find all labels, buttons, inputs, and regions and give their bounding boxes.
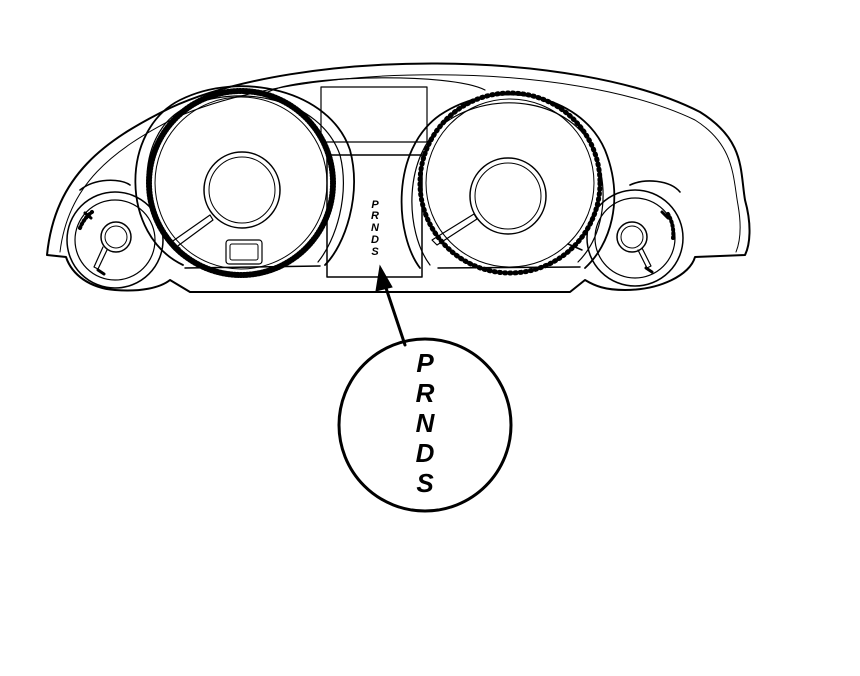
arrow-head [375,264,393,292]
callout-gear-letter: D [416,438,435,468]
cluster-gear-indicator: P R N D S [371,199,380,258]
cluster-gear-letter: D [371,234,379,246]
callout-gear-indicator: P R N D S [416,348,436,498]
right-small-gauge [586,180,684,287]
tachometer-gauge [134,85,355,278]
cluster-gear-letter: S [371,246,379,258]
tachometer-needle [169,214,214,249]
cluster-outer-housing [46,62,751,293]
callout-gear-letter: N [416,408,436,438]
speedometer-needle [431,213,478,246]
callout-gear-letter: P [416,348,434,378]
top-center-display [320,86,428,143]
tachometer-hub [203,151,281,229]
callout-gear-letter: S [416,468,434,498]
cluster-gear-letter: R [371,210,379,222]
left-small-gauge [66,179,164,289]
callout-arrow [375,264,407,347]
callout-gear-letter: R [416,378,435,408]
callout-magnifier-circle [337,337,513,513]
speedometer-gauge [400,90,616,276]
cluster-inner-contour [59,74,741,253]
tachometer-scale-ring [146,88,336,278]
center-hood [267,77,486,93]
speedometer-hub [469,157,547,235]
speedometer-scale-ring [417,90,603,276]
cluster-gear-letter: P [371,199,379,211]
odometer-window [225,239,263,265]
cluster-gear-letter: N [371,222,380,234]
